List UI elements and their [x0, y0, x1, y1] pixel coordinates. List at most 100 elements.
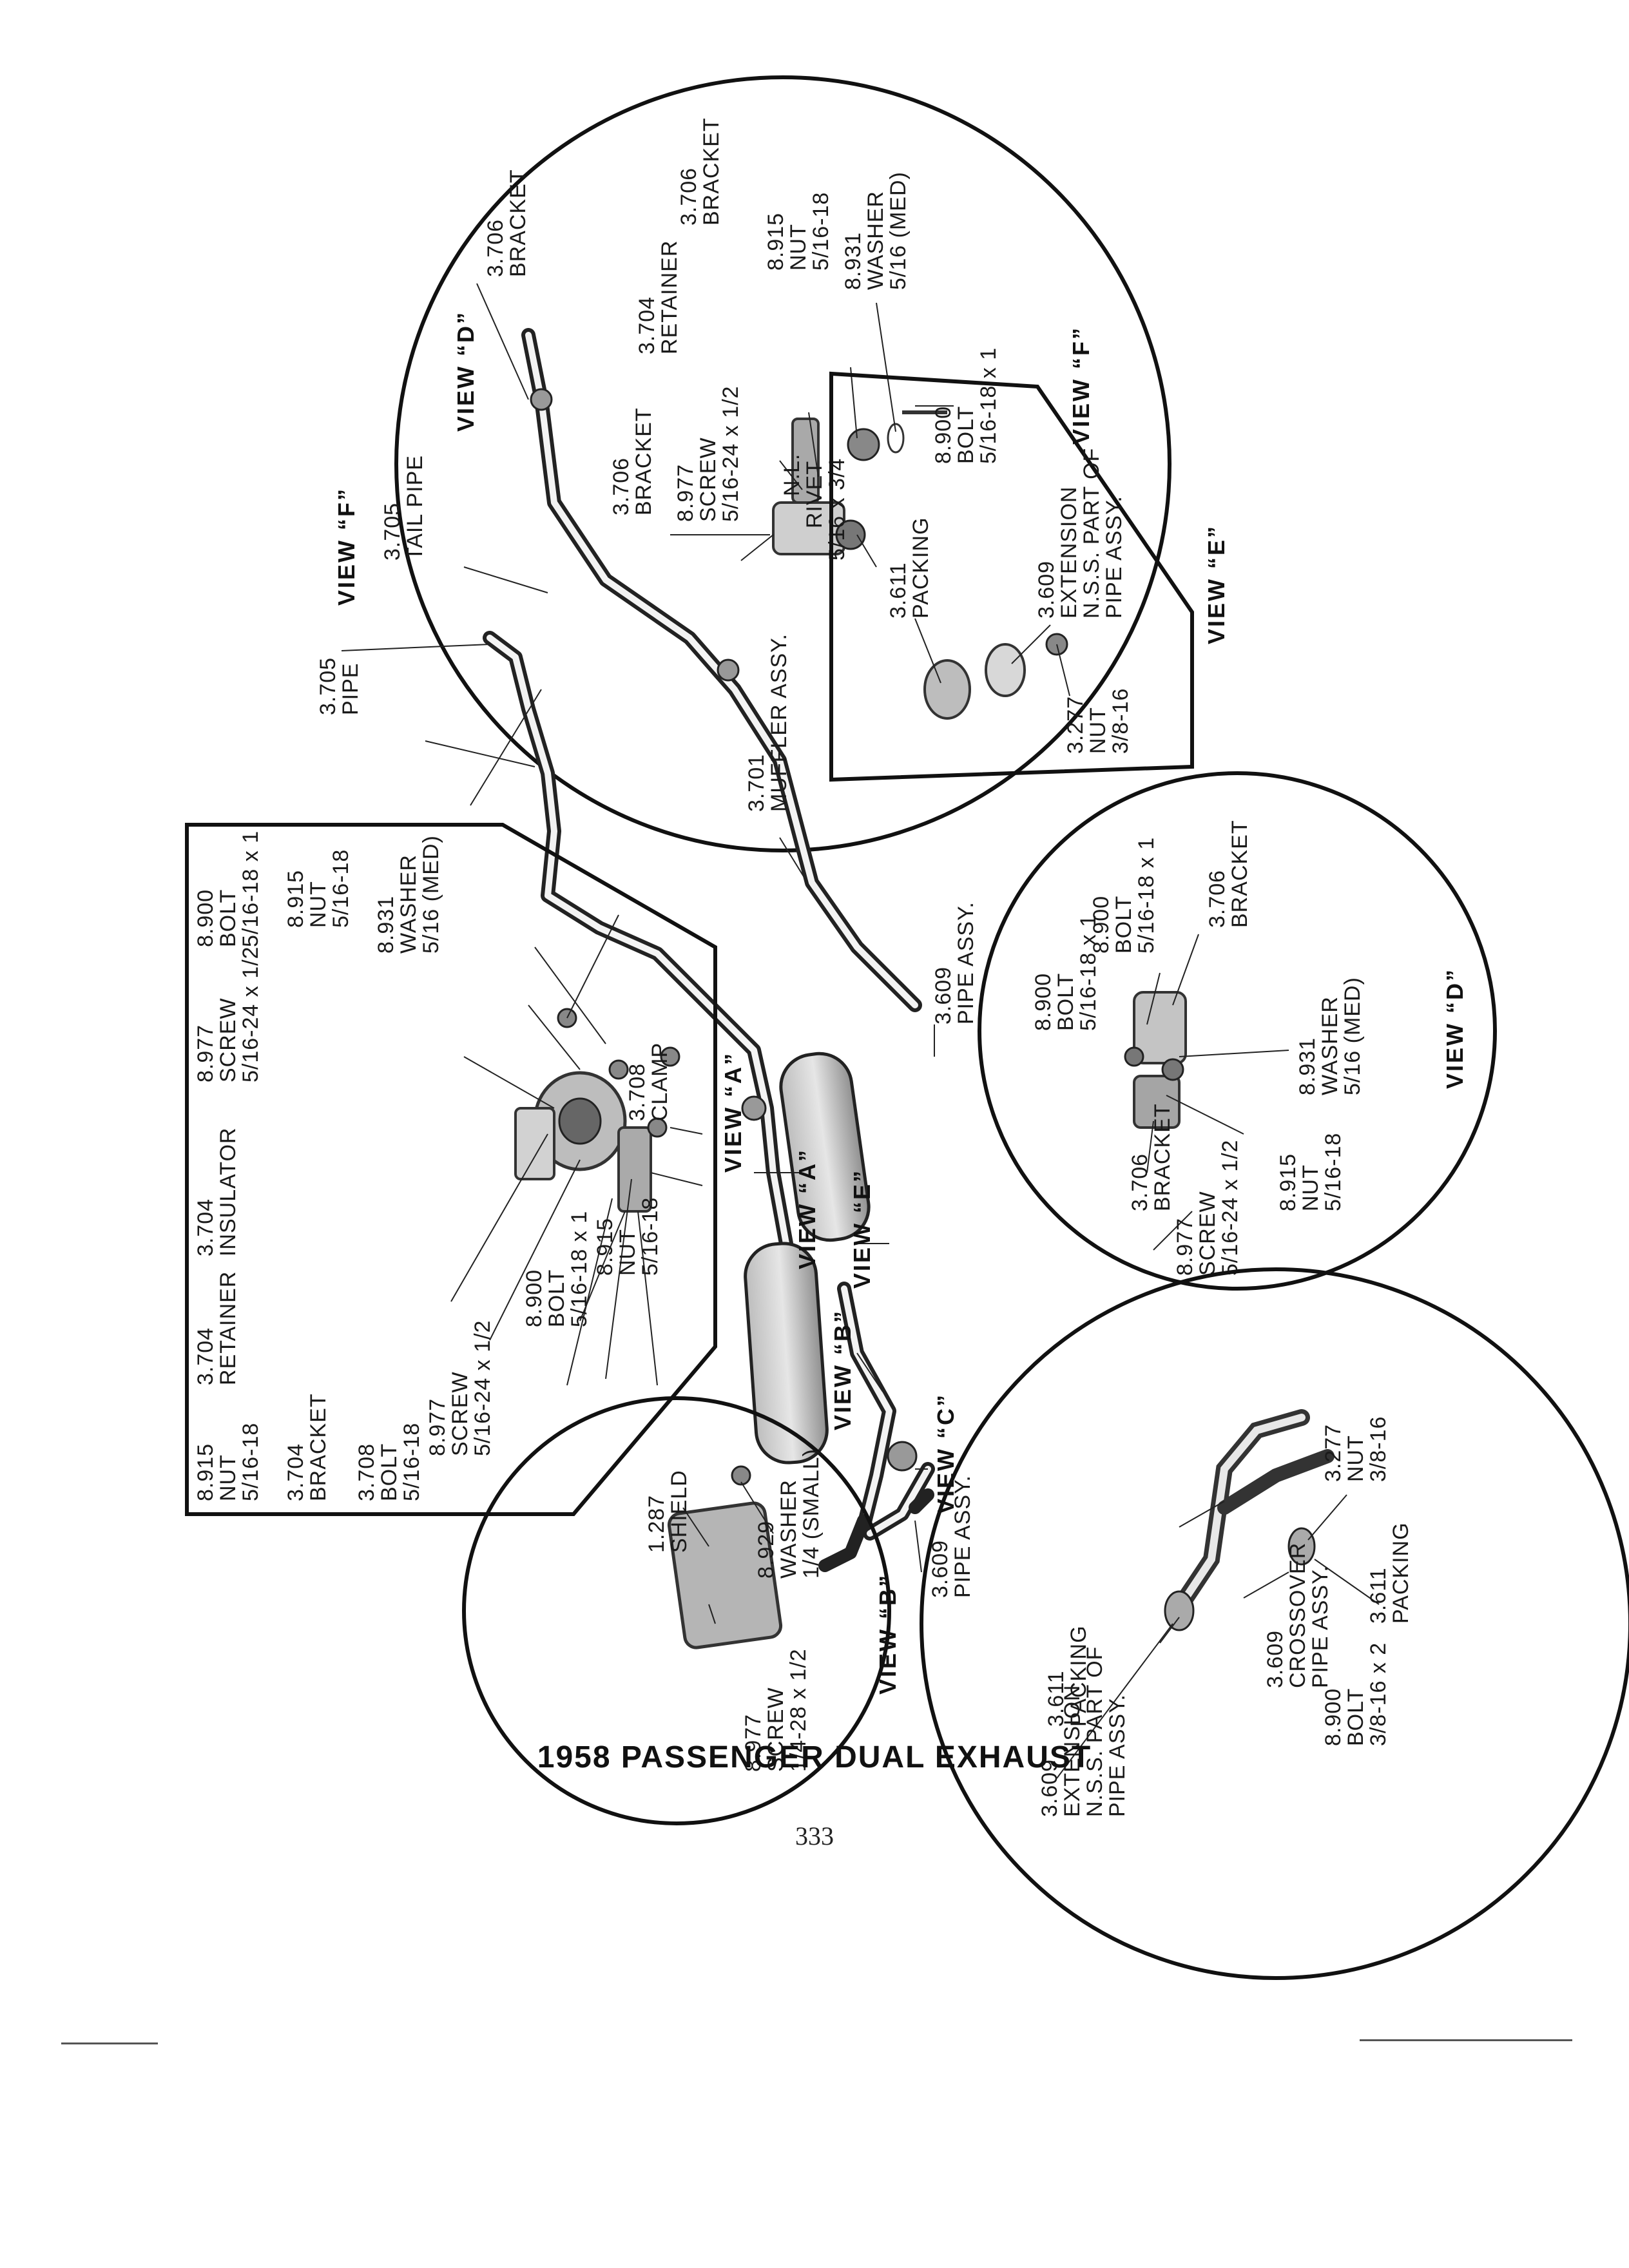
callout-a-bolt: 8.900 BOLT 5/16-18 x 1 [193, 831, 263, 947]
view-f-label: VIEW “F” [1068, 326, 1094, 445]
svg-text:8.931: 8.931 [841, 232, 865, 290]
svg-text:8.915: 8.915 [284, 870, 308, 928]
callout-b-washer: 8.929 WASHER 1/4 (SMALL) [754, 1448, 824, 1579]
callout-d-bolt-b: 8.900 BOLT 5/16-18 x 1 [1089, 837, 1159, 954]
svg-text:3.706: 3.706 [1205, 870, 1229, 928]
svg-text:5/16-18 x 1: 5/16-18 x 1 [1134, 837, 1159, 954]
svg-text:NUT: NUT [306, 881, 331, 928]
bracket-part-a [617, 1126, 652, 1213]
scan-artifact-right [1360, 2039, 1572, 2041]
packing-part [923, 659, 971, 720]
view-a-detail: VIEW “A” 8.900 BOLT 5/16-18 x 1 8.915 NU… [185, 823, 746, 1516]
main-view-b-label: VIEW “B” [829, 1309, 856, 1430]
view-d-label: VIEW “D” [1441, 968, 1468, 1089]
hanger-f [717, 658, 740, 682]
svg-text:PACKING: PACKING [909, 517, 933, 619]
svg-text:3.277: 3.277 [1063, 696, 1088, 754]
svg-text:3.701: 3.701 [744, 754, 769, 812]
view-a-label: VIEW “A” [720, 1052, 746, 1173]
svg-text:3.706: 3.706 [483, 219, 508, 277]
svg-text:3/8-16: 3/8-16 [1108, 688, 1133, 754]
svg-text:8.977: 8.977 [193, 1024, 218, 1082]
svg-text:8.929: 8.929 [754, 1521, 778, 1579]
svg-text:N.S.S. PART OF: N.S.S. PART OF [1083, 1646, 1107, 1817]
callout-d-bracket-right: 3.706 BRACKET [1205, 820, 1252, 928]
muffler-lower [744, 1242, 829, 1465]
svg-text:5/16-18: 5/16-18 [400, 1423, 424, 1501]
svg-text:5/16-18 x 1: 5/16-18 x 1 [567, 1211, 592, 1327]
svg-text:NUT: NUT [786, 224, 811, 271]
retainer-part [791, 418, 820, 504]
svg-text:CROSSOVER: CROSSOVER [1286, 1542, 1310, 1688]
svg-text:CLAMP: CLAMP [648, 1043, 672, 1121]
callout-a-retainer: 3.704 RETAINER [193, 1271, 240, 1385]
callout-c-crossover: 3.609 CROSSOVER PIPE ASSY. [1263, 1542, 1333, 1688]
svg-text:5/16-18 x 1: 5/16-18 x 1 [1076, 914, 1101, 1031]
shield-part [667, 1501, 783, 1649]
svg-text:3.704: 3.704 [193, 1198, 218, 1256]
svg-text:8.900: 8.900 [193, 889, 218, 947]
svg-text:3.277: 3.277 [1321, 1424, 1345, 1482]
callout-main-tail-pipe: 3.705 TAIL PIPE [380, 455, 427, 561]
bracket-d-right [1133, 991, 1187, 1064]
svg-text:NUT: NUT [1298, 1164, 1323, 1211]
packing-part-c [1164, 1590, 1195, 1631]
crossover-end [818, 1514, 870, 1572]
main-view-d-label: VIEW “D” [452, 311, 479, 432]
callout-d-nut: 8.915 NUT 5/16-18 [1276, 1133, 1345, 1211]
main-view-e-label: VIEW “E” [849, 1169, 875, 1289]
svg-text:3/8-16 x 2: 3/8-16 x 2 [1366, 1642, 1391, 1746]
svg-text:5/16-18 x 1: 5/16-18 x 1 [976, 347, 1001, 464]
view-b-detail: VIEW “B” 1.287 SHIELD 8.929 WASHER 1/4 (… [462, 1396, 901, 1825]
callout-main-pipe-assy-lower: 3.609 PIPE ASSY. [928, 1475, 975, 1598]
svg-text:BRACKET: BRACKET [1228, 820, 1252, 928]
svg-text:RETAINER: RETAINER [657, 240, 682, 354]
exhaust-system [483, 328, 935, 1572]
callout-main-bracket: 3.706 BRACKET [483, 169, 530, 277]
callout-a-screw: 8.977 SCREW 5/16-24 x 1/2 [193, 947, 263, 1082]
svg-text:BOLT: BOLT [954, 406, 978, 464]
scan-artifact-left [61, 2042, 158, 2044]
svg-text:BRACKET: BRACKET [506, 169, 530, 277]
svg-text:5/16-18: 5/16-18 [238, 1423, 263, 1501]
svg-text:3.609: 3.609 [931, 966, 956, 1024]
svg-text:3.609: 3.609 [1037, 1759, 1062, 1817]
extension-part [985, 643, 1026, 697]
svg-text:3.706: 3.706 [677, 168, 701, 226]
svg-text:5/16 (MED): 5/16 (MED) [1340, 977, 1365, 1095]
svg-text:3.708: 3.708 [625, 1063, 650, 1121]
callout-c-bolt: 8.900 BOLT 3/8-16 x 2 [1321, 1642, 1391, 1746]
svg-text:5/16-18: 5/16-18 [638, 1197, 662, 1276]
callout-f-bolt: 8.900 BOLT 5/16-18 x 1 [931, 347, 1001, 464]
view-e-detail: VIEW “E” 3.611 PACKING 3.609 EXTENSION N… [829, 371, 1229, 782]
washer-part [887, 423, 905, 454]
page-title: 1958 PASSENGER DUAL EXHAUST [537, 1740, 1092, 1774]
svg-text:SCREW: SCREW [1195, 1191, 1220, 1276]
svg-text:3.609: 3.609 [928, 1540, 952, 1598]
callout-a-bolt-b: 8.900 BOLT 5/16-18 x 1 [522, 1211, 592, 1327]
svg-text:INSULATOR: INSULATOR [216, 1128, 240, 1256]
page-number: 333 [795, 1821, 834, 1850]
svg-text:PACKING: PACKING [1389, 1522, 1413, 1624]
svg-text:PIPE ASSY.: PIPE ASSY. [1102, 495, 1126, 619]
screw-part-b [731, 1465, 751, 1486]
callout-f-nut: 8.915 NUT 5/16-18 [764, 192, 833, 271]
svg-text:8.977: 8.977 [425, 1398, 450, 1456]
callout-a-nut-c: 8.915 NUT 5/16-18 [193, 1423, 263, 1501]
svg-text:BOLT: BOLT [545, 1269, 569, 1327]
svg-text:8.900: 8.900 [1089, 896, 1113, 954]
svg-text:NUT: NUT [216, 1454, 240, 1501]
callout-a-bolt-3708: 3.708 BOLT 5/16-18 [354, 1423, 424, 1501]
svg-text:3/8-16: 3/8-16 [1366, 1416, 1391, 1482]
svg-text:8.977: 8.977 [673, 464, 698, 522]
hanger-a [741, 1095, 767, 1121]
callout-c-packing-right: 3.611 PACKING [1366, 1522, 1413, 1624]
svg-text:8.900: 8.900 [931, 406, 956, 464]
svg-text:3.704: 3.704 [193, 1327, 218, 1385]
callout-f-rivet: N.L. RIVET 5/16 x 3/4 [780, 454, 849, 561]
svg-text:SCREW: SCREW [216, 997, 240, 1082]
svg-text:8.915: 8.915 [593, 1218, 617, 1276]
svg-text:3.706: 3.706 [609, 457, 633, 515]
callout-a-washer: 8.931 WASHER 5/16 (MED) [374, 835, 443, 954]
